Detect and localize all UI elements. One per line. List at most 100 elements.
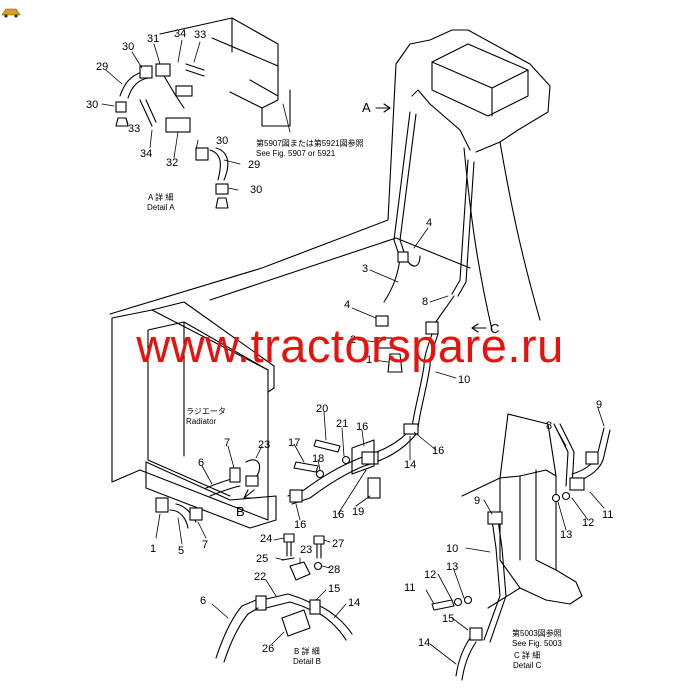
watermark-text: www.tractorspare.ru bbox=[136, 319, 564, 372]
callout-main-10: 10 bbox=[458, 374, 470, 386]
callout-main-1-drain: 1 bbox=[150, 543, 156, 555]
radiator-label-en: Radiator bbox=[186, 417, 217, 426]
detail-a-see-fig-en: See Fig. 5907 or 5921 bbox=[256, 149, 336, 158]
detail-a-clamp-upper bbox=[139, 65, 153, 79]
callout-b-26: 26 bbox=[262, 643, 274, 655]
callout-main-4-upper: 4 bbox=[426, 217, 432, 229]
detail-b-leaders bbox=[211, 537, 347, 645]
callout-main-20: 20 bbox=[316, 403, 328, 415]
view-arrow-c bbox=[471, 323, 487, 333]
machine-deck-edge bbox=[209, 237, 471, 301]
detail-c-clamp-15 bbox=[469, 627, 483, 641]
radiator-label-jp: ラジエータ bbox=[186, 407, 226, 416]
callout-main-2: 2 bbox=[350, 334, 356, 346]
pipe-10-b bbox=[417, 333, 439, 429]
callout-c-13-top: 13 bbox=[560, 529, 572, 541]
main-callouts: 4 3 4 8 2 1 10 20 21 16 17 18 14 16 19 7… bbox=[150, 217, 470, 557]
washer-28 bbox=[313, 561, 323, 571]
machine-cab-outline bbox=[395, 29, 551, 153]
fitting-4-upper bbox=[397, 251, 409, 263]
callout-a-30-right: 30 bbox=[216, 135, 228, 147]
detail-c-washer-12-lower bbox=[453, 597, 463, 607]
pipe-vertical-right bbox=[451, 159, 469, 295]
detail-c-title-jp: C 詳 細 bbox=[514, 650, 540, 660]
callout-a-34-top: 34 bbox=[174, 28, 186, 40]
callout-main-8: 8 bbox=[422, 296, 428, 308]
detail-a-hose-upper-b bbox=[127, 77, 149, 99]
callout-a-30-left: 30 bbox=[86, 99, 98, 111]
detail-c-pipe-10 bbox=[483, 519, 507, 643]
callout-b-24: 24 bbox=[260, 533, 272, 545]
detail-a: 29 30 31 34 33 30 33 34 32 30 29 30 第590… bbox=[86, 17, 364, 212]
detail-c-leaders bbox=[425, 407, 605, 665]
callout-main-6: 6 bbox=[198, 457, 204, 469]
detail-a-valve-bottom bbox=[215, 197, 229, 209]
detail-b-title-en: Detail B bbox=[293, 657, 321, 666]
view-marker-a: A bbox=[362, 100, 371, 115]
callout-main-23: 23 bbox=[258, 439, 270, 451]
washer-18 bbox=[315, 469, 325, 479]
radiator-lower-tank bbox=[145, 461, 277, 529]
detail-c-frame-top bbox=[499, 413, 557, 479]
detail-a-nipple-left bbox=[115, 101, 127, 113]
bolt-27 bbox=[313, 535, 325, 559]
callout-c-11-lower: 11 bbox=[404, 582, 415, 594]
base-26 bbox=[281, 609, 311, 637]
detail-a-hose-lower-b bbox=[215, 147, 229, 181]
clamp-b-right bbox=[309, 599, 321, 615]
spacer-19 bbox=[367, 477, 381, 499]
callout-a-29-top: 29 bbox=[96, 61, 108, 73]
callout-c-14: 14 bbox=[418, 637, 430, 649]
detail-a-title-jp: A 詳 細 bbox=[148, 192, 173, 202]
detail-c-clamp-9-top bbox=[585, 451, 599, 465]
detail-c-frame-inner bbox=[499, 469, 557, 589]
detail-a-leader-line bbox=[282, 103, 291, 133]
bolt-17 bbox=[293, 461, 319, 473]
callout-a-29-right: 29 bbox=[248, 159, 260, 171]
detail-a-bolt-top bbox=[185, 63, 205, 77]
detail-a-bolt-mid bbox=[139, 99, 157, 127]
fitting-2 bbox=[377, 337, 393, 349]
radiator-top-tank bbox=[151, 301, 275, 393]
detail-c-see-fig-jp: 第5003図参照 bbox=[512, 628, 562, 638]
callout-main-7-upper: 7 bbox=[224, 437, 230, 449]
detail-c-frame bbox=[461, 469, 583, 609]
main-leaders bbox=[155, 227, 457, 545]
callout-main-1: 1 bbox=[366, 354, 372, 366]
callout-b-25: 25 bbox=[256, 553, 268, 565]
detail-a-clamp-bottom bbox=[215, 183, 229, 195]
callout-c-12-top: 12 bbox=[582, 517, 594, 529]
detail-a-valve-left bbox=[115, 117, 129, 127]
callout-b-15: 15 bbox=[328, 583, 340, 595]
clamp-7-lower bbox=[189, 507, 203, 521]
callout-c-10: 10 bbox=[446, 543, 458, 555]
hose-14-b bbox=[319, 605, 353, 641]
detail-b-callouts: 24 23 27 25 28 22 15 6 14 26 bbox=[200, 533, 360, 655]
detail-c-washer-13-lower bbox=[463, 595, 473, 605]
view-marker-b: B bbox=[236, 504, 245, 519]
callout-b-27: 27 bbox=[332, 538, 344, 550]
arrow-b bbox=[243, 489, 255, 499]
detail-a-engine-outline bbox=[159, 17, 279, 109]
callout-main-19: 19 bbox=[352, 506, 364, 518]
detail-b: 24 23 27 25 28 22 15 6 14 26 B 詳 細 Detai… bbox=[200, 533, 360, 666]
callout-a-33-left: 33 bbox=[128, 123, 140, 135]
detail-c-hose-14 bbox=[455, 637, 477, 681]
main-assembly: ラジエータ Radiator A C B 4 3 4 8 2 1 10 20 2… bbox=[109, 29, 551, 557]
machine-cab-box bbox=[431, 43, 529, 117]
callout-c-8: 8 bbox=[546, 420, 552, 432]
callout-c-15: 15 bbox=[442, 613, 454, 625]
clamp-7-upper bbox=[229, 467, 241, 483]
clamp-b-left bbox=[255, 595, 267, 611]
callout-b-28: 28 bbox=[328, 564, 340, 576]
callout-c-9-lower: 9 bbox=[474, 495, 480, 507]
callout-main-4-lower: 4 bbox=[344, 299, 350, 311]
pipe-vertical-left bbox=[393, 111, 411, 259]
detail-a-connector-mid bbox=[175, 85, 193, 97]
detail-a-hose-lower bbox=[209, 149, 221, 181]
detail-a-leaders bbox=[101, 39, 241, 191]
washer-21 bbox=[341, 455, 351, 465]
callout-main-3: 3 bbox=[362, 263, 368, 275]
callout-main-5: 5 bbox=[178, 545, 184, 557]
